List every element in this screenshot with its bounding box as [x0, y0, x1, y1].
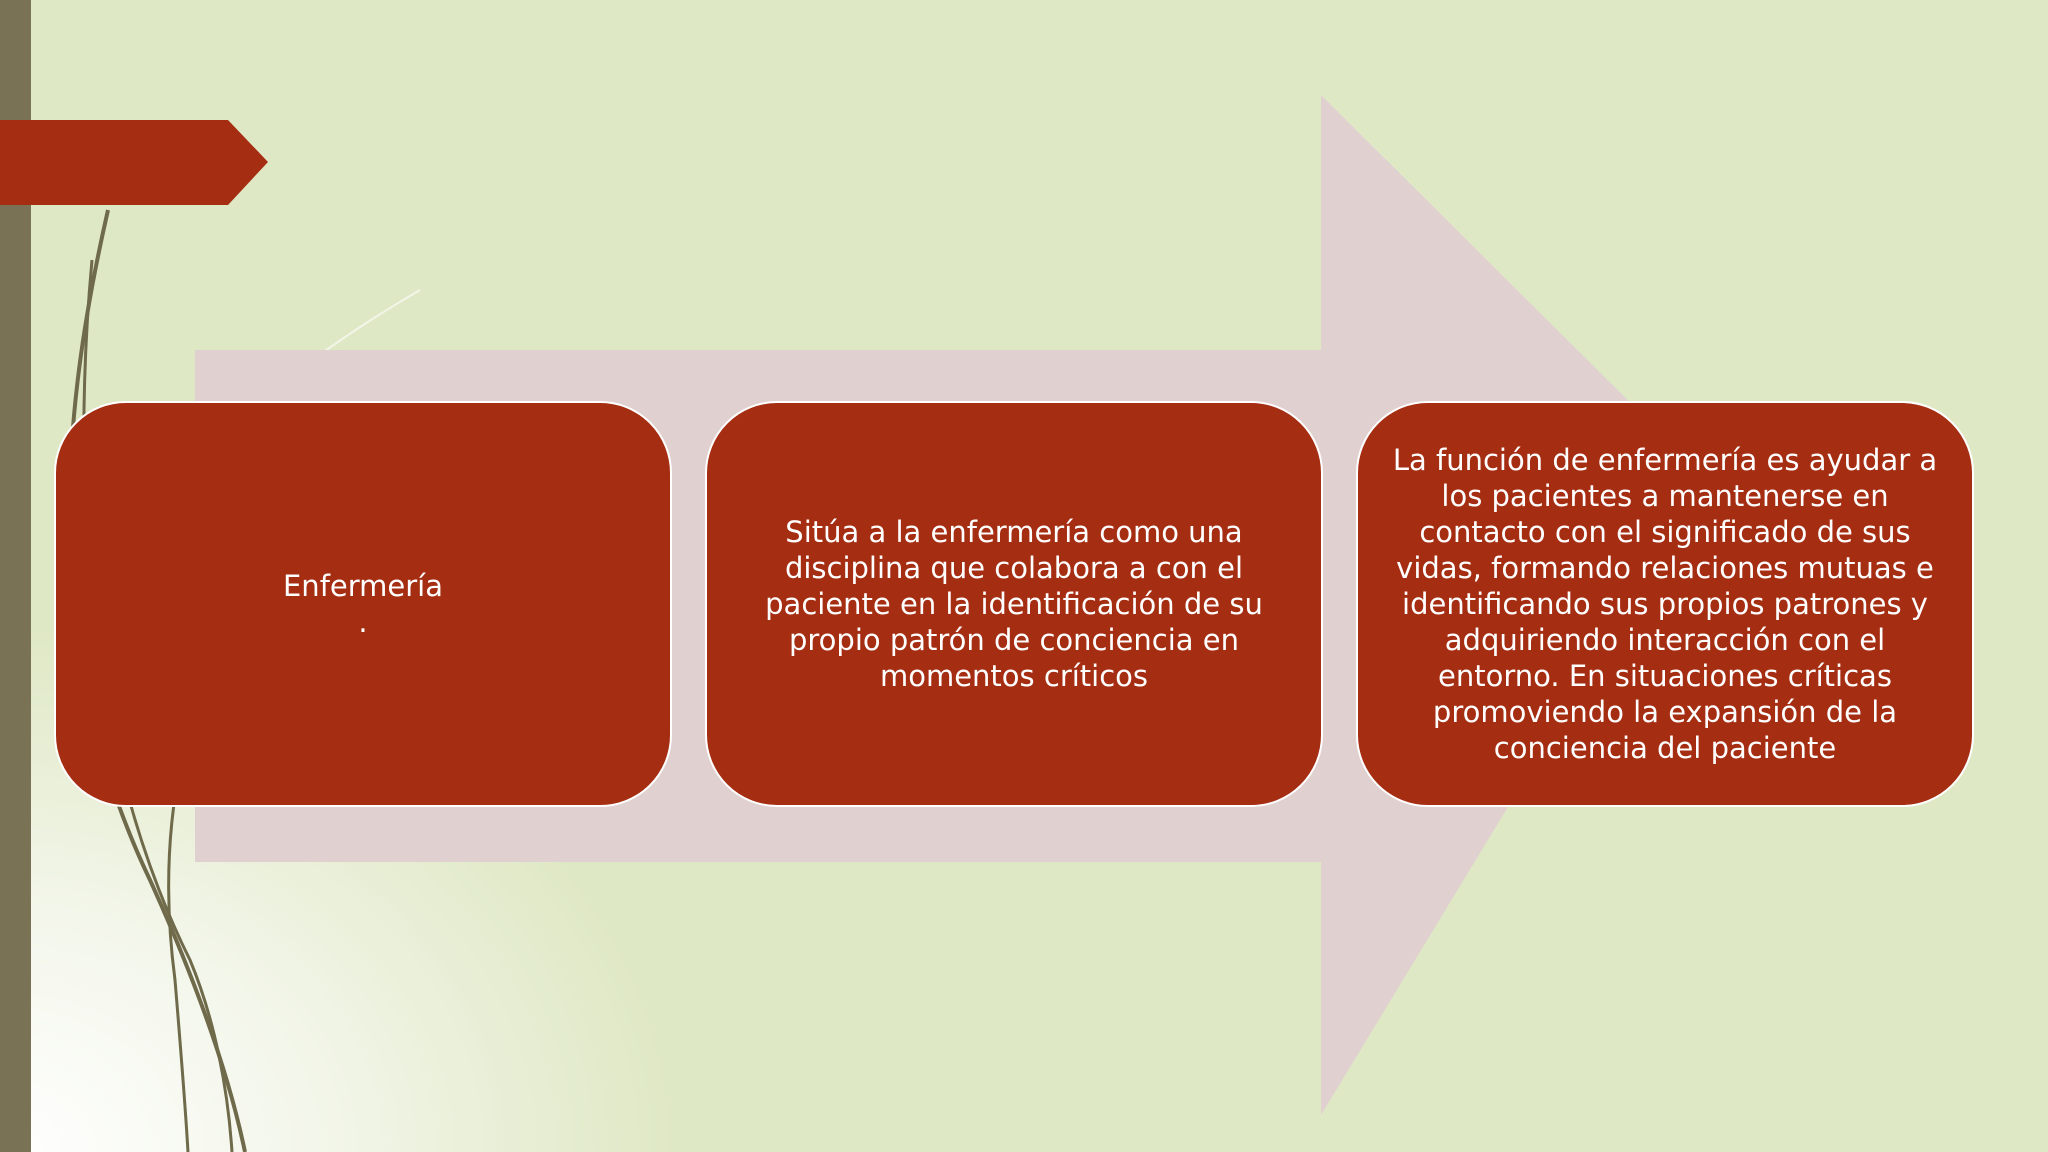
- process-step-1-text: Enfermería .: [282, 569, 443, 639]
- process-step-3-text: La función de enfermería es ayudar a los…: [1392, 443, 1938, 765]
- process-step-2-text: Sitúa a la enfermería como una disciplin…: [765, 515, 1263, 693]
- process-step-2: Sitúa a la enfermería como una disciplin…: [705, 401, 1323, 807]
- process-step-3: La función de enfermería es ayudar a los…: [1356, 401, 1974, 807]
- title-tab: [0, 120, 268, 205]
- process-step-1: Enfermería .: [54, 401, 672, 807]
